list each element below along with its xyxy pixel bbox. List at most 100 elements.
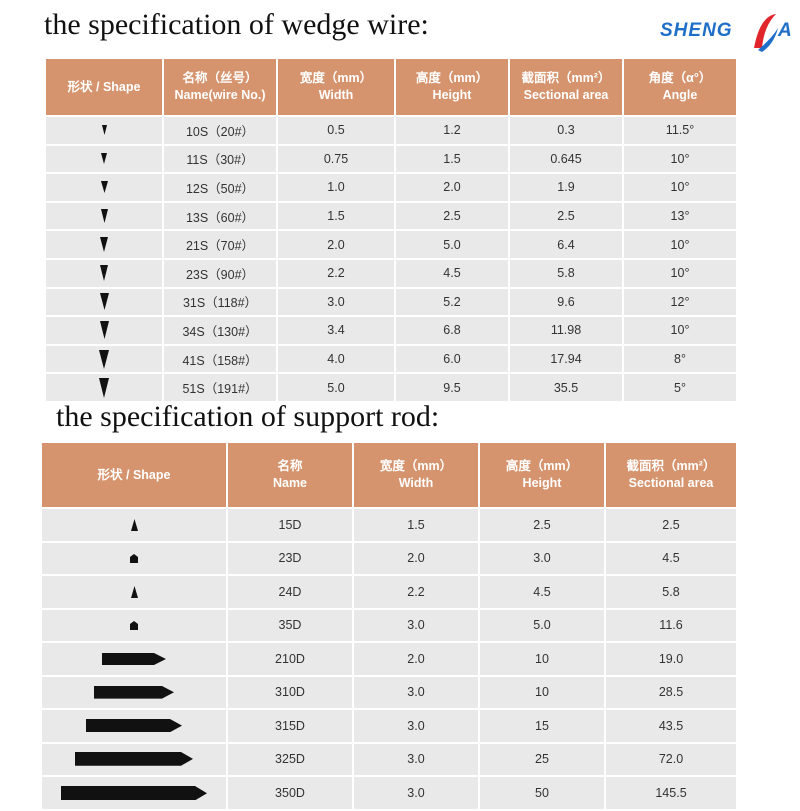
angle-cell: 11.5° [622,115,738,146]
shape-cell [40,540,228,576]
wedge-wire-title: the specification of wedge wire: [44,8,429,41]
shape-cell [44,286,164,318]
width-cell: 3.0 [276,286,396,318]
height-cell: 1.5 [394,143,510,175]
shape-cell [44,372,164,403]
width-cell: 3.0 [352,708,480,744]
height-cell: 2.5 [394,200,510,232]
name-cell: 10S（20#） [162,115,278,146]
height-cell: 50 [478,775,606,811]
shape-cell [44,143,164,175]
angle-cell: 5° [622,372,738,403]
wedge-triangle-icon [99,349,109,369]
height-cell: 4.5 [394,257,510,289]
name-cell: 34S（130#） [162,315,278,346]
area-cell: 2.5 [508,200,624,232]
width-cell: 3.0 [352,607,480,643]
column-header-en: Width [398,476,434,490]
width-cell: 3.4 [276,315,396,346]
area-cell: 5.8 [604,574,738,610]
name-cell: 41S（158#） [162,343,278,375]
area-cell: 72.0 [604,741,738,777]
height-cell: 2.0 [394,172,510,203]
column-header: 截面积（mm²）Sectional area [508,57,624,117]
column-header-en: Sectional area [523,88,609,102]
name-cell: 31S（118#） [162,286,278,318]
name-cell: 24D [226,574,354,610]
name-cell: 51S（191#） [162,372,278,403]
column-header-cn: 名称（丝号） [182,71,258,85]
shape-cell [40,607,228,643]
angle-cell: 8° [622,343,738,375]
width-cell: 3.0 [352,674,480,710]
column-header-cn: 宽度（mm） [299,71,373,85]
height-cell: 5.0 [394,229,510,260]
height-cell: 25 [478,741,606,777]
rod-bar-icon [102,652,166,665]
shape-cell [40,674,228,710]
shape-cell [44,257,164,289]
name-cell: 35D [226,607,354,643]
column-header-cn: 截面积（mm²） [626,459,716,473]
wedge-triangle-icon [100,265,108,282]
logo-text: SHENG [660,20,733,41]
width-cell: 2.0 [352,641,480,677]
height-cell: 4.5 [478,574,606,610]
area-cell: 35.5 [508,372,624,403]
area-cell: 43.5 [604,708,738,744]
wedge-triangle-icon [100,181,108,194]
rod-bar-icon [94,685,174,699]
shape-cell [44,343,164,375]
shape-cell [44,229,164,260]
column-header: 角度（α°）Angle [622,57,738,117]
area-cell: 5.8 [508,257,624,289]
area-cell: 9.6 [508,286,624,318]
shape-cell [40,775,228,811]
rod-pentagon-icon [130,553,138,563]
shengda-logo: SHENG A [650,8,795,56]
shape-cell [40,741,228,777]
height-cell: 15 [478,708,606,744]
column-header-cn: 角度（α°） [648,71,712,85]
angle-cell: 10° [622,315,738,346]
shape-cell [44,172,164,203]
shape-cell [44,315,164,346]
shape-cell [40,641,228,677]
shape-cell [40,574,228,610]
area-cell: 28.5 [604,674,738,710]
area-cell: 0.645 [508,143,624,175]
column-header: 名称（丝号） Name(wire No.) [162,57,278,117]
column-header-en: Name(wire No.) [174,88,266,102]
wedge-triangle-icon [100,209,108,224]
area-cell: 145.5 [604,775,738,811]
width-cell: 1.5 [352,507,480,543]
rod-bar-icon [61,785,207,800]
width-cell: 0.75 [276,143,396,175]
name-cell: 13S（60#） [162,200,278,232]
width-cell: 3.0 [352,775,480,811]
wedge-triangle-icon [99,377,109,398]
name-cell: 315D [226,708,354,744]
rod-pentagon-icon [130,620,138,630]
wedge-triangle-icon [99,321,109,340]
height-cell: 6.0 [394,343,510,375]
height-cell: 10 [478,641,606,677]
area-cell: 2.5 [604,507,738,543]
area-cell: 11.98 [508,315,624,346]
name-cell: 325D [226,741,354,777]
logo-swoosh-icon [754,14,778,52]
